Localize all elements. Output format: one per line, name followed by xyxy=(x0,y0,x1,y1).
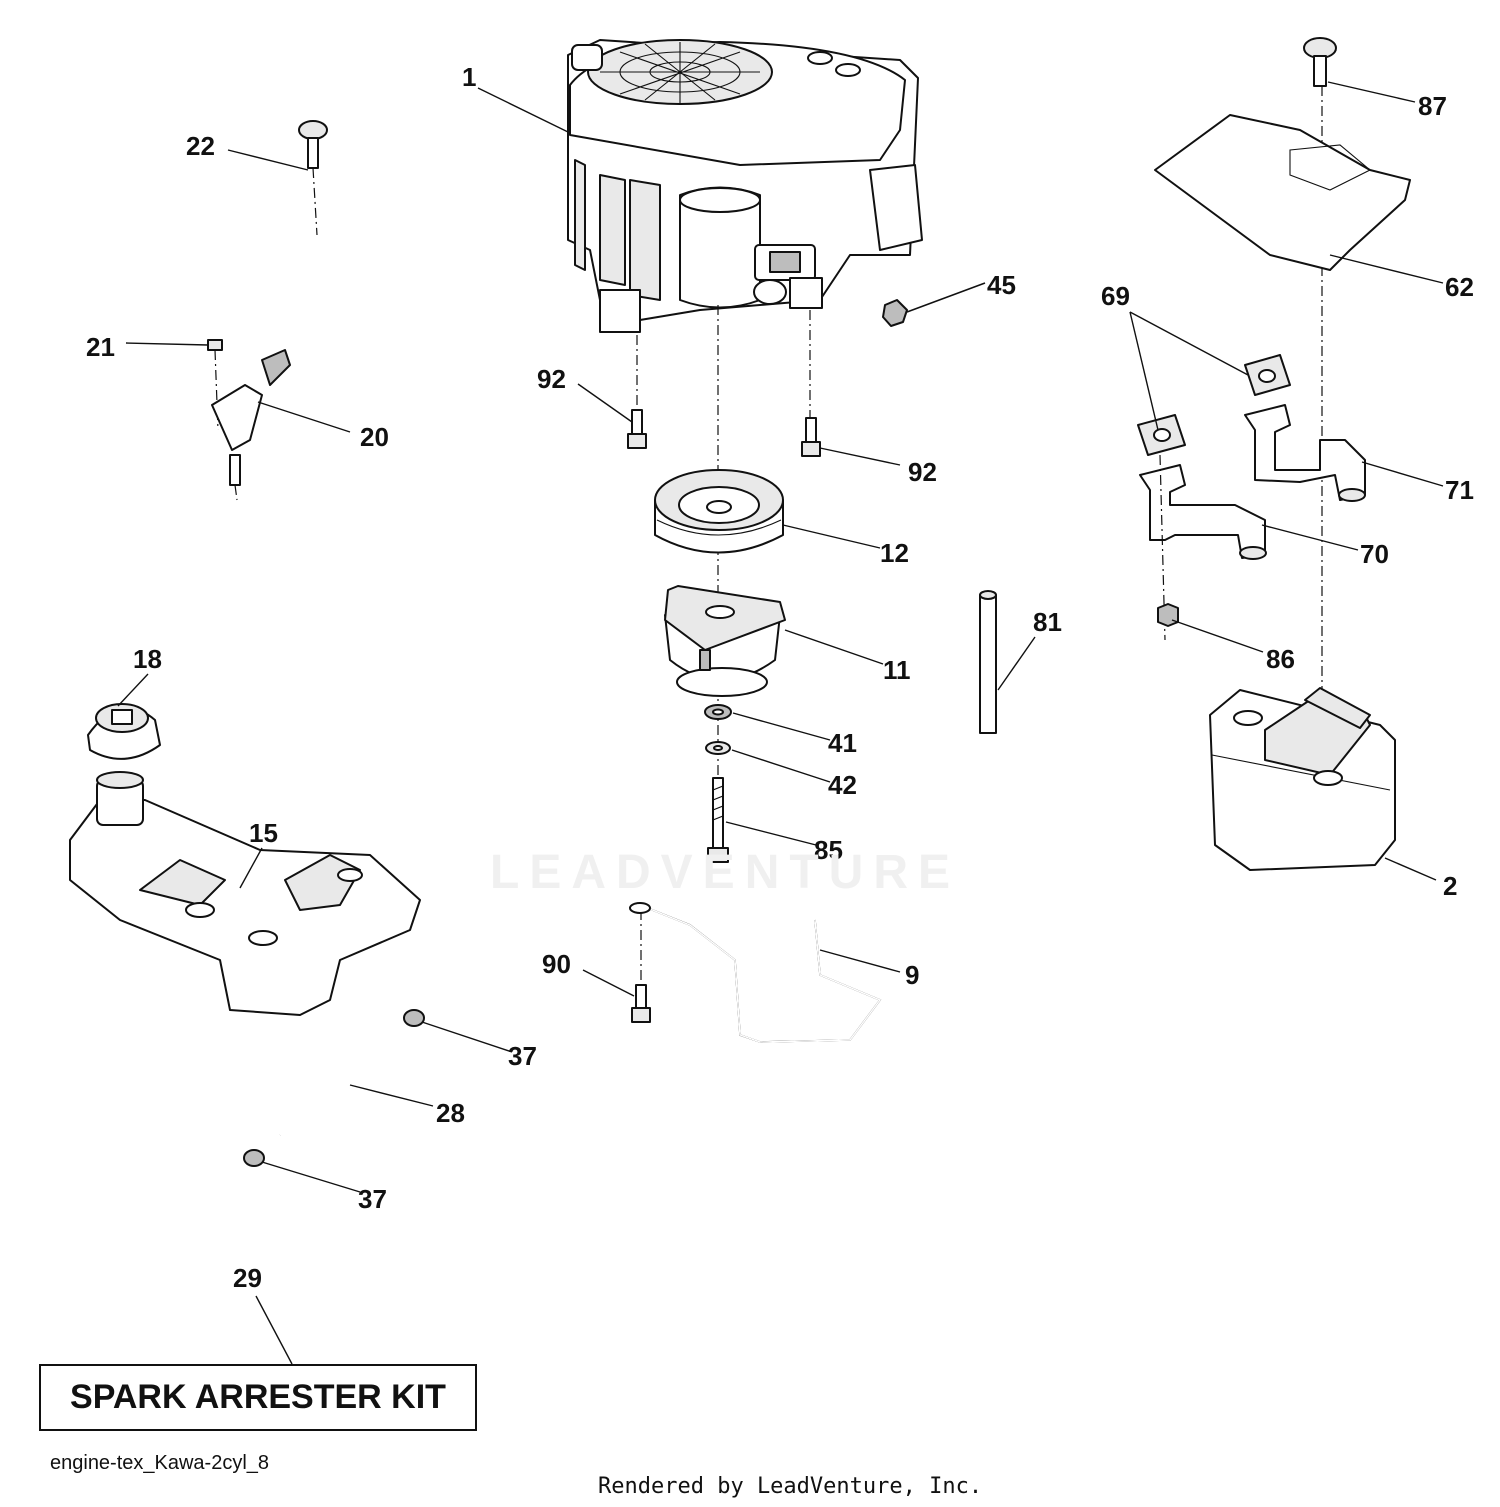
callout-28: 28 xyxy=(436,1098,465,1128)
bolt-85 xyxy=(707,777,729,863)
exhaust-pipe-70 xyxy=(1139,464,1267,560)
callout-42: 42 xyxy=(828,770,857,800)
callout-29: 29 xyxy=(233,1263,262,1293)
callout-87: 87 xyxy=(1418,91,1447,121)
callout-1: 1 xyxy=(462,62,476,92)
callout-20: 20 xyxy=(360,422,389,452)
heat-shield xyxy=(1154,114,1411,271)
callout-12: 12 xyxy=(880,538,909,568)
callout-69: 69 xyxy=(1101,281,1130,311)
callout-62: 62 xyxy=(1445,272,1474,302)
engine-assembly xyxy=(567,39,986,333)
callout-9: 9 xyxy=(905,960,919,990)
callout-21: 21 xyxy=(86,332,115,362)
drawing-id: engine-tex_Kawa-2cyl_8 xyxy=(50,1452,270,1474)
callout-85: 85 xyxy=(814,835,843,865)
nut-86 xyxy=(1157,603,1179,627)
leader-lines xyxy=(117,81,1444,1365)
washer-42 xyxy=(705,741,731,755)
washer-41 xyxy=(704,704,732,720)
bolt-92-right xyxy=(801,417,821,457)
callout-71: 71 xyxy=(1445,475,1474,505)
callout-11: 11 xyxy=(883,655,911,685)
tube-81 xyxy=(979,590,997,734)
rod-9 xyxy=(629,902,882,1043)
gasket-69-right xyxy=(1244,354,1291,396)
fuel-line xyxy=(278,1023,410,1137)
callout-92-right: 92 xyxy=(908,457,937,487)
callout-labels: 1 22 21 20 92 92 45 12 11 41 42 85 18 15… xyxy=(86,62,1474,1293)
callout-2: 2 xyxy=(1443,871,1457,901)
bolt-90 xyxy=(631,910,651,1023)
bolt-87 xyxy=(1303,37,1337,87)
bolt-92-left xyxy=(627,409,647,449)
callout-70: 70 xyxy=(1360,539,1389,569)
throttle-knob-22 xyxy=(298,120,328,236)
callout-22: 22 xyxy=(186,131,215,161)
callout-37-bottom: 37 xyxy=(358,1184,387,1214)
fuel-cap xyxy=(87,703,161,760)
electric-clutch xyxy=(664,585,786,697)
callout-92-left: 92 xyxy=(537,364,566,394)
pulley xyxy=(654,469,784,554)
exhaust-pipe-71 xyxy=(1244,404,1366,502)
callout-81: 81 xyxy=(1033,607,1062,637)
rendered-by-footer: Rendered by LeadVenture, Inc. xyxy=(598,1474,983,1499)
fuel-tank xyxy=(69,771,421,1016)
callout-86: 86 xyxy=(1266,644,1295,674)
control-bracket-20 xyxy=(211,349,291,501)
callout-90: 90 xyxy=(542,949,571,979)
spark-arrester-kit-label: SPARK ARRESTER KIT xyxy=(39,1364,477,1431)
hose-clamp-37-top xyxy=(403,1009,425,1027)
callout-37-top: 37 xyxy=(508,1041,537,1071)
muffler xyxy=(1209,687,1396,871)
callout-45: 45 xyxy=(987,270,1016,300)
callout-18: 18 xyxy=(133,644,162,674)
callout-15: 15 xyxy=(249,818,278,848)
callout-41: 41 xyxy=(828,728,857,758)
hose-clamp-37-bottom xyxy=(243,1149,265,1167)
gasket-69-left xyxy=(1137,414,1186,456)
watermark: LEADVENTURE xyxy=(490,846,961,899)
